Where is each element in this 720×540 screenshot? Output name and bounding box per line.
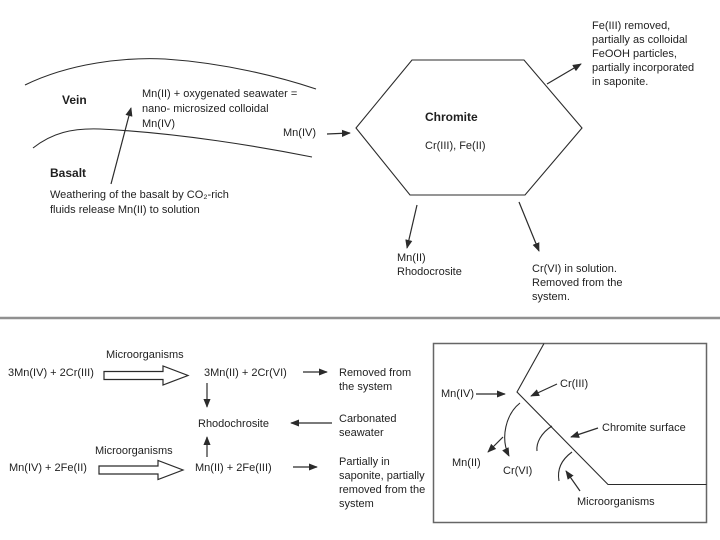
reaction2-reactants: Mn(IV) + 2Fe(II) (9, 462, 87, 474)
reaction1-catalyst-label: Microorganisms (106, 349, 184, 361)
vein-curve (24, 58, 317, 90)
inset-reaction-arc-middle (536, 425, 553, 452)
inset-cr6-curved-arrow (502, 402, 521, 457)
mn4-to-chromite-arrow (326, 129, 351, 137)
chromite-title: Chromite (425, 110, 478, 124)
inset-mn2-label: Mn(II) (452, 457, 481, 469)
rhodochrosite-label: Rhodochrosite (198, 418, 269, 430)
basalt-curve (32, 128, 313, 158)
mn2-rhodocrosite-arrow (405, 204, 418, 249)
inset-microorganisms-label: Microorganisms (577, 496, 655, 508)
weathering-note: Weathering of the basalt by CO₂-rich flu… (50, 189, 229, 216)
chromite-hexagon (355, 59, 583, 196)
reaction1-block-arrow (103, 365, 190, 386)
mn4-input-label: Mn(IV) (283, 127, 316, 139)
basalt-label: Basalt (50, 166, 87, 180)
inset-box (432, 342, 708, 524)
weathering-to-vein-arrow (110, 107, 133, 185)
carbonated-seawater-label: Carbonated seawater (339, 413, 397, 439)
inset-mn2-arrow (487, 436, 504, 453)
reaction2-catalyst-label: Microorganisms (95, 445, 173, 457)
cr6-output-note: Cr(VI) in solution. Removed from the sys… (532, 263, 623, 303)
inset-surface-pointer-arrow (570, 427, 599, 438)
inset-reaction-arc-right (557, 451, 573, 482)
mn-seawater-note: Mn(II) + oxygenated seawater = nano- mic… (142, 88, 298, 130)
inset-cr6-label: Cr(VI) (503, 465, 533, 477)
chromite-composition: Cr(III), Fe(II) (425, 140, 486, 152)
cr6-solution-arrow (518, 201, 540, 252)
inset-chromite-surface-line (516, 343, 707, 486)
reaction2-products: Mn(II) + 2Fe(III) (195, 462, 272, 474)
reaction1-reactants: 3Mn(IV) + 2Cr(III) (8, 367, 94, 379)
reaction1-fate-note: Removed from the system (339, 367, 412, 393)
inset-mn4-label: Mn(IV) (441, 388, 474, 400)
inset-cr3-label: Cr(III) (560, 378, 589, 390)
reaction2-block-arrow (98, 459, 185, 481)
fe3-removed-arrow (546, 63, 582, 85)
mn2-output-note: Mn(II) Rhodocrosite (397, 252, 462, 278)
inset-cr3-arrow (530, 383, 558, 397)
reaction1-products: 3Mn(II) + 2Cr(VI) (204, 367, 287, 379)
inset-surface-label: Chromite surface (602, 422, 686, 434)
reaction2-fate-note: Partially in saponite, partially removed… (339, 456, 426, 510)
chromite-hexagon-label: Chromite Cr(III), Fe(II) (425, 96, 486, 168)
fe3-output-note: Fe(III) removed, partially as colloidal … (592, 20, 695, 88)
vein-label: Vein (62, 93, 87, 107)
inset-microorganisms-arrow (565, 470, 581, 492)
